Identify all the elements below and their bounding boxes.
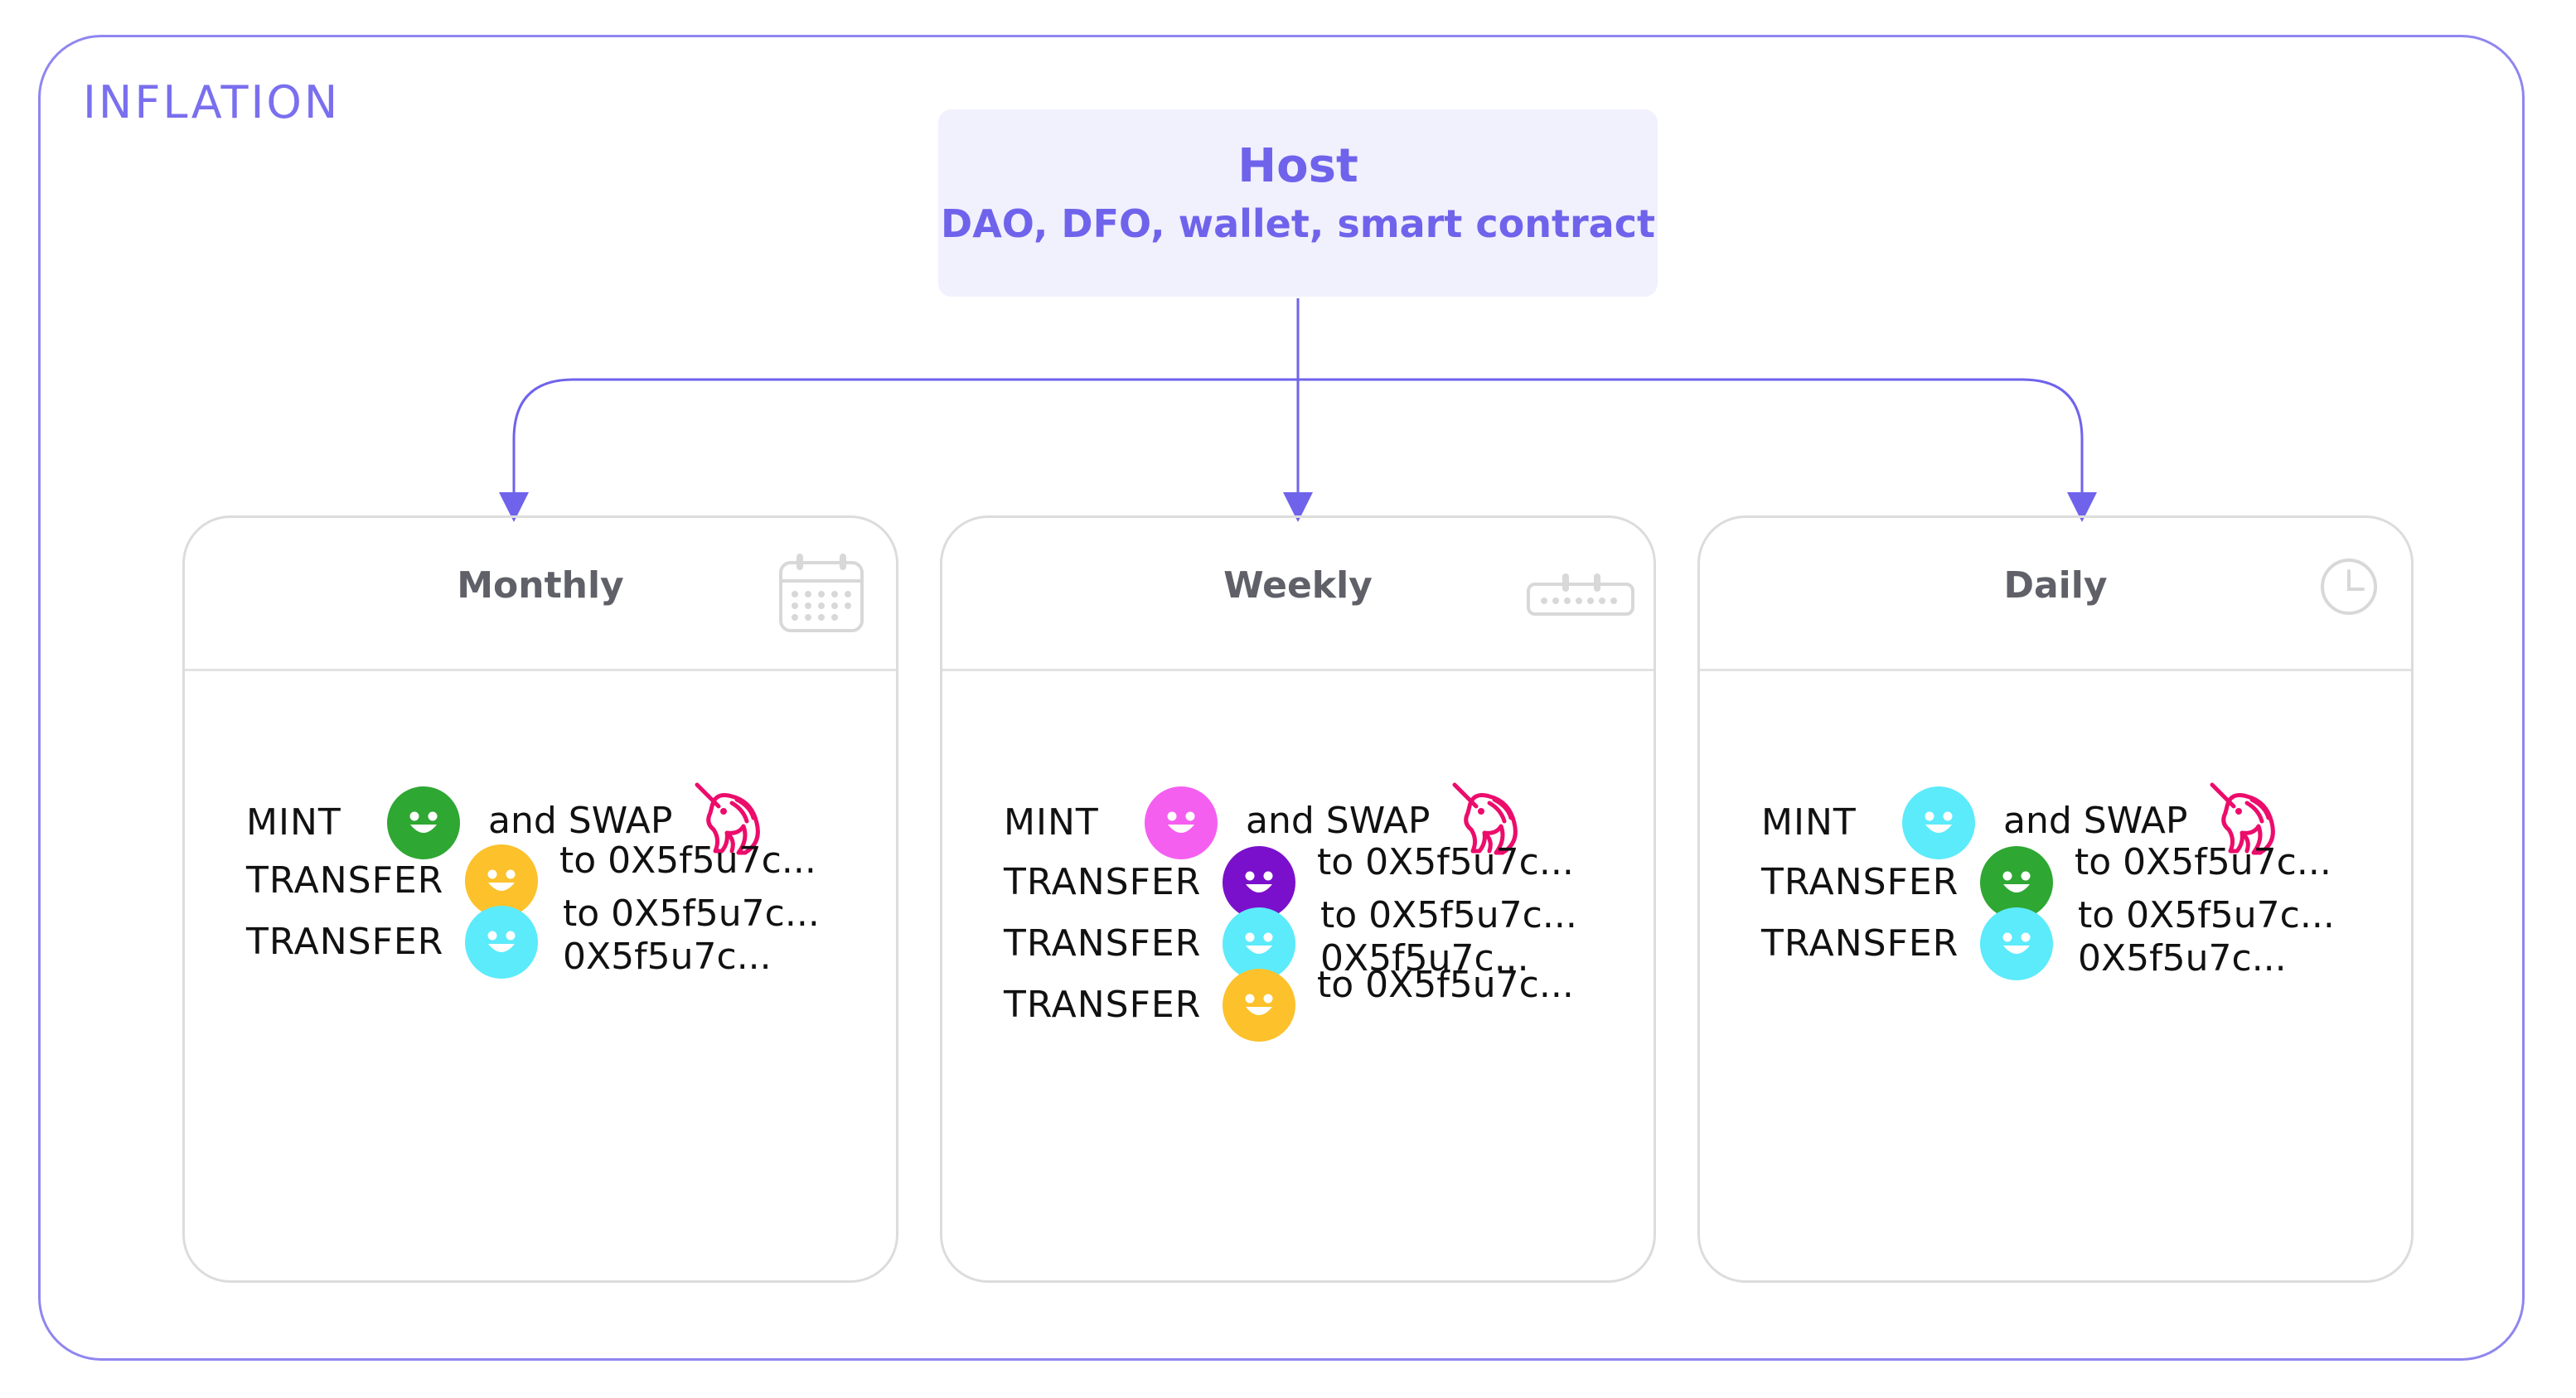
token-face-icon [387, 786, 460, 859]
list-item: TRANSFER to 0X5f5u7c...0X5f5u7c... [1004, 894, 1634, 985]
target-text: to 0X5f5u7c... [559, 839, 816, 883]
list-item: MINT and SWAP [1761, 781, 2391, 864]
action-label: MINT [1004, 801, 1099, 844]
target-line: and SWAP [1246, 800, 1431, 842]
token-face-icon [1980, 907, 2053, 980]
target-text: to 0X5f5u7c...0X5f5u7c... [2078, 894, 2335, 980]
uniswap-unicorn-icon [690, 781, 765, 856]
uniswap-unicorn-icon [2206, 781, 2280, 856]
action-label: TRANSFER [246, 859, 444, 902]
target-text: to 0X5f5u7c... [1317, 841, 1574, 884]
card-header: Monthly [185, 518, 896, 671]
host-subtitle: DAO, DFO, wallet, smart contract [941, 201, 1655, 246]
card-title: Daily [2003, 564, 2108, 607]
action-label: TRANSFER [1004, 922, 1202, 965]
calendar-icon [779, 554, 864, 632]
target-line: to 0X5f5u7c... [2075, 841, 2331, 883]
target-line-2: 0X5f5u7c... [2078, 937, 2287, 980]
card-title: Weekly [1223, 564, 1373, 607]
action-label: TRANSFER [246, 921, 444, 963]
target-line-2: 0X5f5u7c... [1320, 937, 1529, 980]
target-text: to 0X5f5u7c... [1317, 964, 1574, 1007]
action-label: MINT [1761, 801, 1857, 844]
list-item: TRANSFER to 0X5f5u7c... [1761, 841, 2391, 924]
token-face-icon [1223, 846, 1295, 919]
action-label: TRANSFER [1004, 861, 1202, 903]
connector-branch-left [499, 378, 1298, 522]
token-face-icon [1223, 907, 1295, 980]
target-line: to 0X5f5u7c... [1320, 894, 1577, 936]
uniswap-unicorn-icon [1448, 781, 1523, 856]
inflation-frame [38, 35, 2525, 1361]
target-line: to 0X5f5u7c... [1317, 964, 1574, 1006]
token-face-icon [1223, 969, 1295, 1042]
list-item: TRANSFER to 0X5f5u7c...0X5f5u7c... [246, 892, 876, 984]
action-label: TRANSFER [1761, 922, 1959, 965]
token-face-icon [1980, 846, 2053, 919]
week-ruler-icon [1527, 573, 1634, 616]
card-weekly: Weekly MINT and SWAP TRANSFER to 0X5f5u7c..… [940, 515, 1656, 1283]
action-label: MINT [246, 801, 341, 844]
clock-icon [2321, 559, 2377, 615]
target-line: to 0X5f5u7c... [559, 839, 816, 882]
target-text: and SWAP [1246, 800, 1430, 843]
connector-branch-right [1298, 378, 2097, 522]
target-text: and SWAP [2003, 800, 2187, 843]
list-item: TRANSFER to 0X5f5u7c...0X5f5u7c... [1761, 894, 2391, 985]
list-item: TRANSFER to 0X5f5u7c... [1004, 841, 1634, 924]
card-daily: Daily MINT and SWAP TRANSFER to 0X5f5u7c...… [1697, 515, 2414, 1283]
token-face-icon [465, 906, 538, 979]
target-text: to 0X5f5u7c...0X5f5u7c... [563, 892, 820, 979]
list-item: MINT and SWAP [246, 781, 876, 864]
target-text: and SWAP [488, 800, 672, 843]
target-text: to 0X5f5u7c...0X5f5u7c... [1320, 894, 1577, 980]
token-face-icon [1145, 786, 1218, 859]
target-line: to 0X5f5u7c... [1317, 841, 1574, 883]
list-item: TRANSFER to 0X5f5u7c... [1004, 964, 1634, 1047]
target-line: and SWAP [488, 800, 673, 842]
action-label: TRANSFER [1761, 861, 1959, 903]
target-line: to 0X5f5u7c... [2078, 894, 2335, 936]
token-face-icon [465, 844, 538, 917]
card-monthly: Monthly MINT and SWAP TRANSFER to 0X5f5u7c.… [182, 515, 898, 1283]
card-header: Daily [1700, 518, 2411, 671]
token-face-icon [1902, 786, 1975, 859]
card-title: Monthly [457, 564, 624, 607]
target-line: and SWAP [2003, 800, 2188, 842]
section-title: INFLATION [83, 76, 341, 128]
target-line: to 0X5f5u7c... [563, 892, 820, 935]
action-label: TRANSFER [1004, 984, 1202, 1026]
target-text: to 0X5f5u7c... [2075, 841, 2331, 884]
list-item: MINT and SWAP [1004, 781, 1634, 864]
list-item: TRANSFER to 0X5f5u7c... [246, 839, 876, 922]
host-title: Host [1237, 139, 1358, 193]
card-header: Weekly [942, 518, 1654, 671]
target-line-2: 0X5f5u7c... [563, 936, 772, 978]
host-box: Host DAO, DFO, wallet, smart contract [938, 109, 1658, 297]
